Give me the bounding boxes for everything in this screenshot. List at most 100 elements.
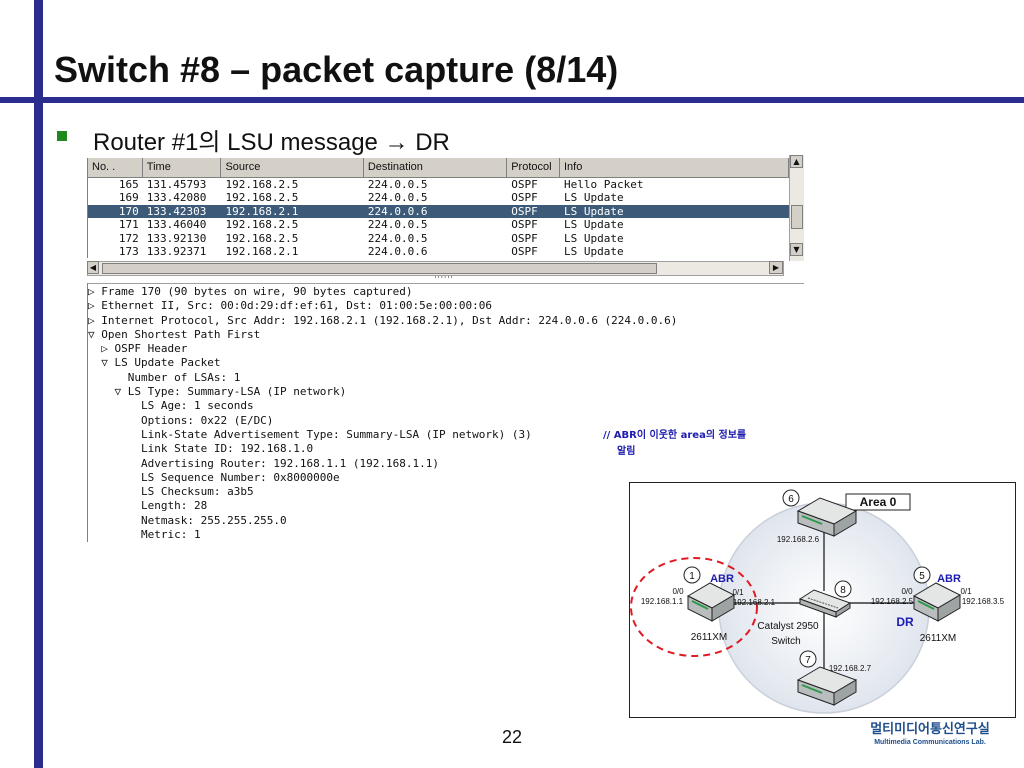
scroll-down-arrow-icon[interactable]: ▼: [790, 243, 803, 256]
packet-destination: 224.0.0.5: [367, 231, 428, 245]
wireshark-capture-window: No. . Time Source Destination Protocol I…: [84, 155, 804, 542]
packet-info: Hello Packet: [564, 178, 644, 191]
node-1-number: 1: [689, 571, 695, 582]
tree-field-link-state-id[interactable]: Link State ID: 192.168.1.0: [88, 442, 314, 456]
router-7-icon: [796, 666, 858, 706]
node-6-number: 6: [788, 494, 794, 505]
title-left-accent-bar: [34, 0, 43, 768]
packet-no: 171: [118, 218, 139, 232]
packet-row[interactable]: 165 131.45793 192.168.2.5 224.0.0.5 OSPF…: [88, 178, 789, 191]
bullet-text: Router #1의 LSU message → DR: [93, 129, 450, 156]
area-0-label: Area 0: [860, 495, 897, 509]
packet-time: 131.45793: [146, 178, 207, 191]
node-5-badge: [913, 566, 931, 584]
packet-protocol: OSPF: [511, 231, 538, 245]
switch-label-line-2: Switch: [771, 636, 800, 647]
node-8-number: 8: [840, 585, 846, 596]
node-5-number: 5: [919, 571, 925, 582]
packet-list-header: No. . Time Source Destination Protocol I…: [88, 158, 789, 178]
area-0-label-box: Area 0: [845, 493, 911, 511]
tree-field-netmask[interactable]: Netmask: 255.255.255.0: [88, 513, 287, 527]
tree-field-length[interactable]: Length: 28: [88, 499, 208, 513]
slide-title: Switch #8 – packet capture (8/14): [54, 49, 619, 90]
annotation-line-1: // ABR이 이웃한 area의 정보를: [603, 430, 747, 441]
tree-node-ospf[interactable]: ▽ Open Shortest Path First: [88, 327, 261, 341]
packet-protocol: OSPF: [511, 244, 538, 258]
packet-no: 173: [118, 244, 139, 258]
packet-row[interactable]: 173 133.92371 192.168.2.1 224.0.0.6 OSPF…: [88, 245, 789, 258]
tree-node-frame[interactable]: ▷ Frame 170 (90 bytes on wire, 90 bytes …: [88, 285, 413, 298]
packet-info: LS Update: [564, 218, 624, 232]
r5-ip0-label: 192.168.2.5: [871, 597, 914, 606]
packet-info: LS Update: [564, 244, 624, 258]
r1-if1-label: 0/1: [732, 588, 744, 597]
packet-source: 192.168.2.5: [225, 231, 299, 245]
tree-field-metric[interactable]: Metric: 1: [88, 528, 201, 542]
column-header-protocol[interactable]: Protocol: [507, 158, 560, 177]
packet-destination: 224.0.0.5: [367, 218, 428, 232]
packet-no: 170: [118, 204, 139, 218]
r1-role-label: ABR: [710, 573, 734, 585]
tree-field-advertising-router[interactable]: Advertising Router: 192.168.1.1 (192.168…: [88, 456, 439, 470]
packet-info: LS Update: [564, 231, 624, 245]
column-header-destination[interactable]: Destination: [364, 158, 508, 177]
tree-field-ls-checksum[interactable]: LS Checksum: a3b5: [88, 485, 254, 499]
r5-dr-label: DR: [896, 615, 914, 629]
scrollbar-thumb[interactable]: [791, 205, 803, 229]
packet-info: LS Update: [564, 191, 624, 205]
r5-model-label: 2611XM: [920, 633, 957, 644]
column-header-source[interactable]: Source: [221, 158, 364, 177]
tree-field-ls-age[interactable]: LS Age: 1 seconds: [88, 399, 254, 413]
r7-ip-label: 192.168.2.7: [829, 664, 872, 673]
packet-no: 172: [118, 231, 139, 245]
packet-list-horizontal-scrollbar[interactable]: ◀ ▶: [87, 261, 784, 276]
column-header-time[interactable]: Time: [143, 158, 222, 177]
pane-splitter-grip-icon[interactable]: '''''': [434, 275, 454, 284]
packet-destination: 224.0.0.6: [367, 204, 428, 218]
tree-field-options[interactable]: Options: 0x22 (E/DC): [88, 413, 274, 427]
annotation-line-2: 알림: [617, 446, 636, 457]
tree-node-ls-update-packet[interactable]: ▽ LS Update Packet: [88, 356, 221, 370]
packet-row-selected[interactable]: 170 133.42303 192.168.2.1 224.0.0.6 OSPF…: [88, 204, 789, 219]
tree-node-ip[interactable]: ▷ Internet Protocol, Src Addr: 192.168.2…: [88, 313, 678, 327]
packet-time: 133.42303: [146, 204, 207, 218]
annotation-note: // ABR이 이웃한 area의 정보를 알림: [603, 428, 746, 460]
r5-if0-label: 0/0: [901, 587, 913, 596]
packet-destination: 224.0.0.6: [367, 244, 428, 258]
packet-no: 165: [118, 178, 139, 191]
tree-field-lsa-type[interactable]: Link-State Advertisement Type: Summary-L…: [88, 427, 532, 441]
column-header-info[interactable]: Info: [560, 158, 789, 177]
scroll-right-arrow-icon[interactable]: ▶: [769, 261, 783, 274]
scroll-left-arrow-icon[interactable]: ◀: [87, 261, 99, 274]
packet-list-vertical-scrollbar[interactable]: ▲ ▼: [789, 155, 804, 261]
node-8-badge: [834, 580, 852, 598]
packet-protocol: OSPF: [511, 191, 538, 205]
tree-field-ls-sequence-number[interactable]: LS Sequence Number: 0x8000000e: [88, 470, 340, 484]
packet-destination: 224.0.0.5: [367, 178, 428, 191]
r5-role-label: ABR: [937, 573, 961, 585]
packet-source: 192.168.2.1: [225, 204, 299, 218]
r1-if0-label: 0/0: [672, 587, 684, 596]
scroll-up-arrow-icon[interactable]: ▲: [790, 155, 803, 168]
packet-row[interactable]: 171 133.46040 192.168.2.5 224.0.0.5 OSPF…: [88, 218, 789, 231]
node-1-badge: [683, 566, 701, 584]
topology-svg: Area 0: [630, 489, 1005, 714]
network-topology-diagram: Area 0: [629, 482, 1016, 718]
packet-row[interactable]: 172 133.92130 192.168.2.5 224.0.0.5 OSPF…: [88, 232, 789, 245]
tree-node-ethernet[interactable]: ▷ Ethernet II, Src: 00:0d:29:df:ef:61, D…: [88, 299, 492, 313]
r5-if1-label: 0/1: [960, 587, 972, 596]
r1-dashed-ring: [630, 557, 758, 657]
packet-source: 192.168.2.1: [225, 244, 299, 258]
tree-node-ospf-header[interactable]: ▷ OSPF Header: [88, 342, 188, 356]
tree-node-ls-type[interactable]: ▽ LS Type: Summary-LSA (IP network): [88, 385, 347, 399]
packet-row[interactable]: 169 133.42080 192.168.2.5 224.0.0.5 OSPF…: [88, 191, 789, 204]
r1-ip0-label: 192.168.1.1: [641, 597, 684, 606]
packet-list-pane: No. . Time Source Destination Protocol I…: [87, 158, 789, 258]
switch-8-icon: [798, 589, 852, 618]
tree-field-number-of-lsas[interactable]: Number of LSAs: 1: [88, 370, 241, 384]
scrollbar-thumb[interactable]: [102, 263, 657, 274]
packet-source: 192.168.2.5: [225, 218, 299, 232]
column-header-no[interactable]: No. .: [88, 158, 143, 177]
packet-time: 133.46040: [146, 218, 207, 232]
packet-info: LS Update: [564, 204, 624, 218]
